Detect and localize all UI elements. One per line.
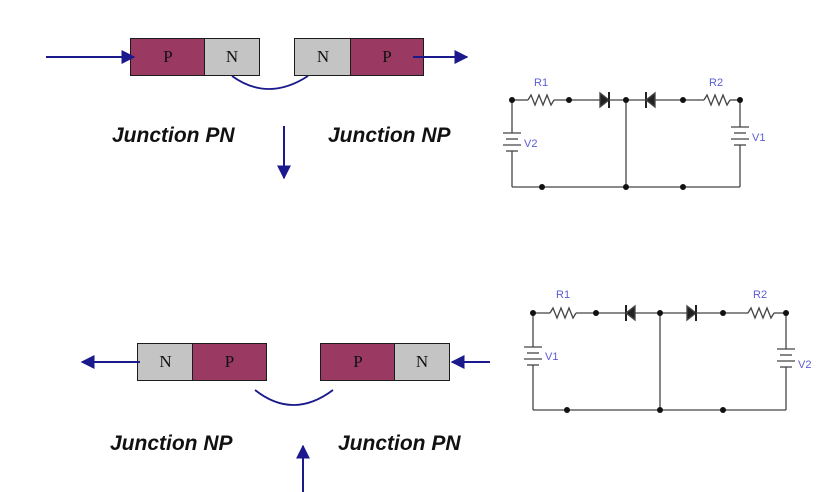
diode-top-right [644,91,656,109]
region-label: P [382,47,392,66]
resistor-r2-top [703,93,731,107]
region-label: P [163,47,173,66]
resistor-r1-bottom [549,306,577,320]
region-label: P [353,352,363,371]
label-v-right-bottom: V2 [798,359,811,371]
label-v-right-top: V1 [752,132,765,144]
label-r1-top: R1 [534,77,548,89]
diode-bottom-right [686,304,698,322]
bottom-right-p-region: P [320,343,396,381]
label-r1-bottom: R1 [556,289,570,301]
label-r2-top: R2 [709,77,723,89]
junction-label-bottom-left: Junction NP [110,432,233,455]
circuit-top-nodes [509,97,743,190]
diode-top-left [599,91,611,109]
region-label: P [224,352,235,371]
circuit-bottom [524,304,795,411]
resistor-r1-top [527,93,555,107]
bottom-left-p-region: P [192,343,267,381]
label-v-left-top: V2 [524,138,537,150]
circuit-bottom-nodes [530,310,789,413]
bottom-connecting-wire [254,389,334,406]
top-left-n-region: N [204,38,260,76]
resistor-r2-bottom [747,306,775,320]
junction-label-bottom-right: Junction PN [338,432,461,455]
top-left-p-region: P [130,38,206,76]
label-v-left-bottom: V1 [545,351,558,363]
region-label: N [415,352,429,371]
region-label: N [159,352,172,371]
junction-label-top-right: Junction NP [328,124,451,147]
label-r2-bottom: R2 [753,289,767,301]
junction-label-top-left: Junction PN [112,124,235,147]
diode-bottom-left [624,304,636,322]
region-label: N [316,47,330,66]
top-connecting-wire [231,75,309,90]
bottom-left-n-region: N [137,343,194,381]
top-right-n-region: N [294,38,352,76]
region-label: N [225,47,239,66]
bottom-right-n-region: N [394,343,450,381]
circuit-top [503,91,749,188]
